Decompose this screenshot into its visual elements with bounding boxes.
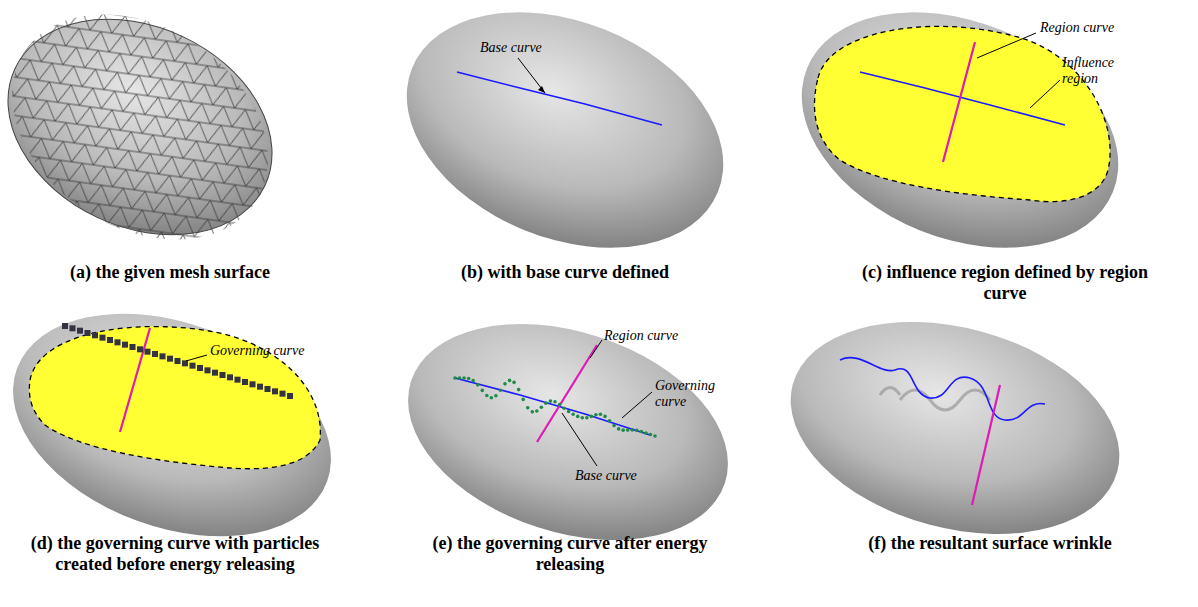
curve-label: Governing curve xyxy=(210,343,340,359)
caption: (e) the governing curve after energy rel… xyxy=(425,533,715,575)
region-label: Influence region xyxy=(1062,55,1132,87)
curve-label: Base curve xyxy=(480,40,570,56)
caption: (a) the given mesh surface xyxy=(55,262,285,283)
egg-wrinkle xyxy=(767,288,1143,568)
caption: (c) influence region defined by region c… xyxy=(855,262,1155,304)
curve-label: Region curve xyxy=(1040,20,1140,36)
caption: (f) the resultant surface wrinkle xyxy=(830,533,1150,554)
egg-region xyxy=(767,0,1154,292)
caption: (b) with base curve defined xyxy=(440,262,690,283)
egg-governing xyxy=(0,273,362,578)
egg-base xyxy=(372,0,759,292)
curve-label: Region curve xyxy=(604,328,704,344)
mesh-egg xyxy=(0,0,316,281)
curve-label: Governing curve xyxy=(655,378,730,410)
caption: (d) the governing curve with particles c… xyxy=(30,533,320,575)
egg-released xyxy=(380,286,756,578)
curve-label: Base curve xyxy=(575,468,665,484)
